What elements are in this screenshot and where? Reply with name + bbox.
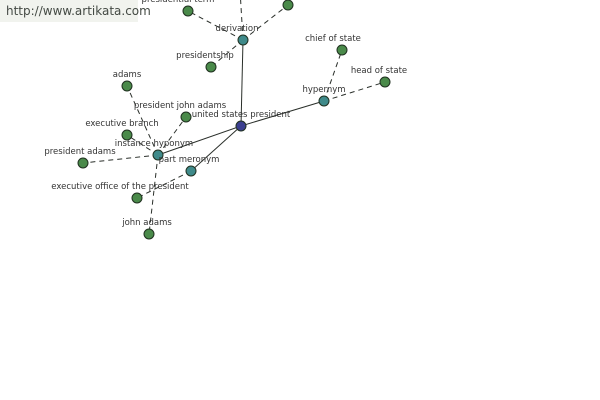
node-president-john-adams[interactable]: president john adams (134, 101, 227, 123)
graph-nodes: united states president derivation hyperny… (44, 0, 407, 240)
edge-root-to-instance (157, 125, 242, 156)
edge-instance-to-president_adams (82, 154, 159, 164)
edge-hypernym-to-head_of_state (323, 81, 386, 102)
graph-edges (82, 0, 386, 235)
node-circle-partmer[interactable] (185, 165, 197, 177)
node-head-of-state[interactable]: head of state (351, 66, 407, 88)
node-circle-unlabeled[interactable] (282, 0, 294, 11)
node-circle-head-of-state[interactable] (379, 76, 391, 88)
edge-derivation-to-top_offscreen (240, 0, 244, 41)
node-label-adams[interactable]: adams (113, 70, 142, 80)
edge-derivation-to-presidentship (210, 39, 244, 68)
node-circle-executive-branch[interactable] (121, 129, 133, 141)
edge-derivation-to-unlabeled (242, 4, 289, 41)
node-label-derivation[interactable]: derivation (215, 24, 258, 34)
node-executive-branch[interactable]: executive branch (85, 119, 159, 141)
node-presidential-term[interactable]: presidential term (142, 0, 215, 17)
node-derivation[interactable]: derivation (215, 24, 259, 46)
node-partmer[interactable]: part meronym (159, 155, 220, 177)
node-root[interactable]: united states president (192, 110, 291, 132)
node-circle-president-john-adams[interactable] (180, 111, 192, 123)
edge-instance-to-john_adams (148, 154, 159, 235)
node-adams[interactable]: adams (113, 70, 142, 92)
node-circle-root[interactable] (235, 120, 247, 132)
node-john-adams[interactable]: john adams (121, 218, 172, 240)
node-chief-of-state[interactable]: chief of state (305, 34, 361, 56)
node-circle-executive-office[interactable] (131, 192, 143, 204)
node-hypernym[interactable]: hypernym (302, 85, 346, 107)
node-label-presidential-term[interactable]: presidential term (142, 0, 215, 5)
node-circle-presidentship[interactable] (205, 61, 217, 73)
node-circle-instance[interactable] (152, 149, 164, 161)
node-circle-president-adams[interactable] (77, 157, 89, 169)
source-url-banner[interactable]: http://www.artikata.com (0, 0, 151, 22)
node-label-presidentship[interactable]: presidentship (176, 51, 234, 61)
node-label-john-adams[interactable]: john adams (121, 218, 172, 228)
node-label-head-of-state[interactable]: head of state (351, 66, 407, 76)
node-label-partmer[interactable]: part meronym (159, 155, 220, 165)
edge-derivation-to-presidential_term (187, 10, 244, 41)
node-label-president-adams[interactable]: president adams (44, 147, 116, 157)
node-presidentship[interactable]: presidentship (176, 51, 234, 73)
node-circle-john-adams[interactable] (143, 228, 155, 240)
edge-instance-to-president_john_adams (157, 116, 187, 156)
edge-instance-to-executive_branch (126, 134, 159, 156)
edge-instance-to-adams (126, 85, 159, 156)
edge-hypernym-to-chief_of_state (323, 49, 343, 102)
node-unlabeled[interactable] (282, 0, 294, 11)
node-label-hypernym[interactable]: hypernym (302, 85, 345, 95)
node-instance[interactable]: instance hyponym (115, 139, 193, 161)
node-circle-adams[interactable] (121, 80, 133, 92)
node-label-instance[interactable]: instance hyponym (115, 139, 193, 149)
edge-root-to-partmer (190, 125, 242, 172)
edge-root-to-hypernym (240, 100, 325, 127)
node-label-president-john-adams[interactable]: president john adams (134, 101, 227, 111)
node-label-root[interactable]: united states president (192, 110, 291, 120)
node-executive-office[interactable]: executive office of the president (51, 182, 189, 204)
node-circle-presidential-term[interactable] (182, 5, 194, 17)
node-label-executive-office[interactable]: executive office of the president (51, 182, 189, 192)
node-circle-derivation[interactable] (237, 34, 249, 46)
edge-root-to-derivation (240, 39, 244, 127)
node-circle-hypernym[interactable] (318, 95, 330, 107)
edge-partmer-to-executive_office (136, 170, 192, 199)
node-label-executive-branch[interactable]: executive branch (85, 119, 158, 129)
node-label-chief-of-state[interactable]: chief of state (305, 34, 361, 44)
node-circle-chief-of-state[interactable] (336, 44, 348, 56)
node-president-adams[interactable]: president adams (44, 147, 116, 169)
